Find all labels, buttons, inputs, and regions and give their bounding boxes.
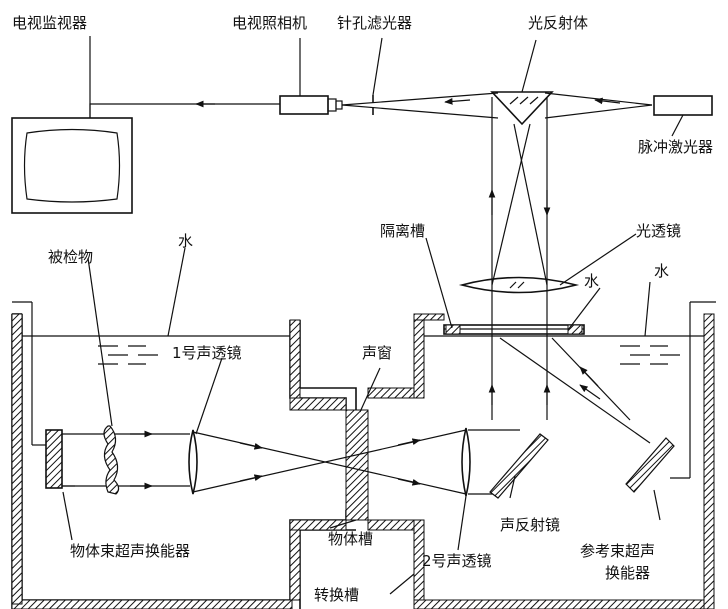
label-conversion-tank: 转换槽 [314,586,359,604]
isolation-tank [443,324,585,335]
optical-lens [458,276,580,294]
label-reference-transducer-line1: 参考束超声 [580,542,655,560]
light-cross [513,123,548,286]
test-object [103,425,120,495]
pulse-laser [653,95,713,116]
label-object-tank: 物体槽 [328,530,373,548]
label-water-left: 水 [178,232,193,250]
optical-reflector-prism [490,91,554,126]
label-object-beam-transducer: 物体束超声换能器 [70,542,190,560]
label-pulse-laser: 脉冲激光器 [638,138,713,156]
label-acoustic-window: 声窗 [362,344,392,362]
water-dashes-left [98,345,158,365]
right-tank [367,313,715,609]
label-water-inner: 水 [584,272,599,290]
acoustic-ray [192,429,467,493]
reference-beam-transducer [625,437,675,493]
object-beam-transducer [45,429,63,489]
label-optical-lens: 光透镜 [636,222,681,240]
tv-camera [279,95,343,115]
label-acoustic-mirror: 声反射镜 [500,516,560,534]
tv-monitor [11,117,133,214]
acoustic-ray [192,431,467,495]
light-ray [544,92,653,106]
acoustic-lens-1 [188,429,198,495]
reference-ray [499,337,651,444]
light-cross [491,123,531,286]
label-pinhole-filter: 针孔滤光器 [337,14,412,32]
light-ray [341,92,499,106]
label-isolation-tank: 隔离槽 [380,222,425,240]
label-optical-reflector: 光反射体 [528,14,588,32]
label-reference-transducer-line2: 换能器 [605,564,650,582]
light-ray [341,104,499,119]
light-ray [544,104,653,119]
leader-lines [62,36,684,595]
video-cable [89,103,280,118]
acoustic-mirror [489,433,549,499]
water-dashes-right [620,345,680,365]
label-tv-camera: 电视照相机 [232,14,307,32]
label-water-outer: 水 [654,262,669,280]
ray-arrow [444,98,471,105]
acoustic-lens-2 [461,427,471,497]
label-tv-monitor: 电视监视器 [12,14,87,32]
acoustic-window [345,409,369,521]
label-test-object: 被检物 [48,248,93,266]
label-acoustic-lens-1: 1号声透镜 [172,344,242,362]
label-acoustic-lens-2: 2号声透镜 [422,552,492,570]
ray-arrow [594,97,621,105]
